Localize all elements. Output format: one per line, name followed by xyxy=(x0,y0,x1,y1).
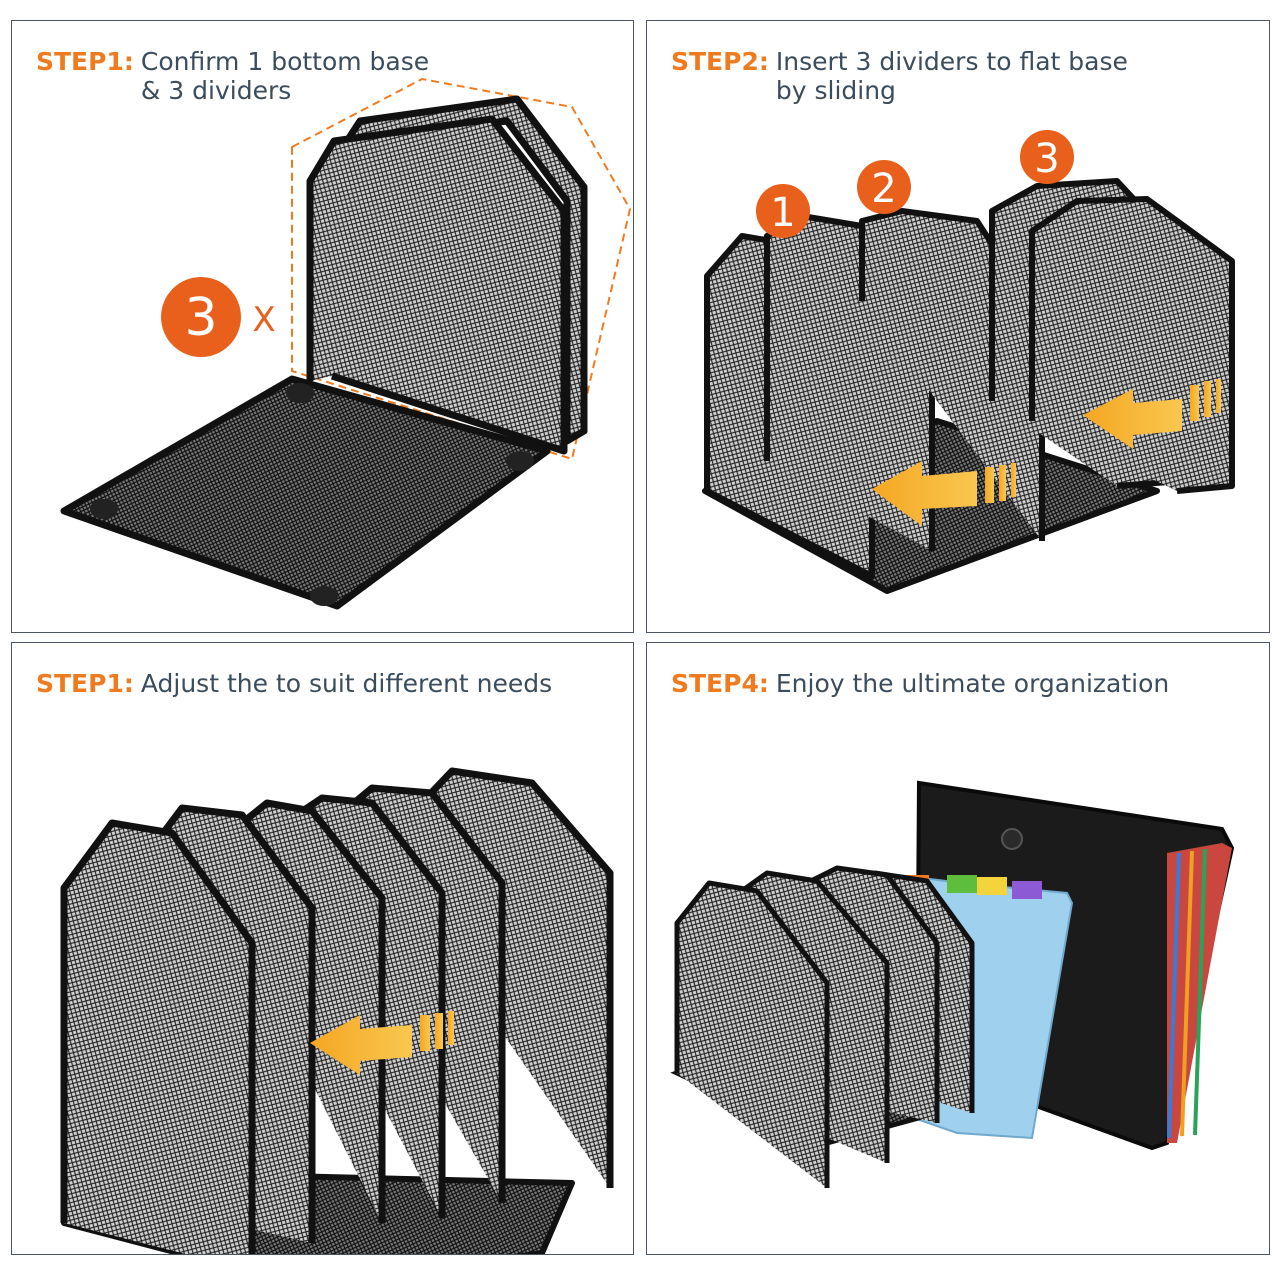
slide-arrow-left xyxy=(872,461,1016,526)
number-badge-2 xyxy=(857,160,911,214)
step1-label: STEP1: xyxy=(36,47,134,76)
bottom-base xyxy=(60,375,551,610)
step2-label: STEP2: xyxy=(671,47,769,76)
base-foot xyxy=(90,499,118,519)
step4-panel: STEP4: Enjoy the ultimate organization xyxy=(646,642,1270,1255)
step3-text: Adjust the to suit different needs xyxy=(140,669,553,698)
step2-illustration: 1 2 3 xyxy=(702,130,1235,594)
number-badge-1 xyxy=(756,184,810,238)
step4-caption: STEP4: Enjoy the ultimate organization xyxy=(671,669,1169,698)
number-badge-2-text: 2 xyxy=(871,166,896,212)
base-foot xyxy=(506,451,534,471)
quantity-badge-circle xyxy=(161,277,241,357)
step1-illustration: 3 X xyxy=(60,77,632,610)
step1-caption: STEP1: Confirm 1 bottom base & 3 divider… xyxy=(36,47,429,105)
divider-front xyxy=(306,115,568,455)
step3-caption: STEP1: Adjust the to suit different need… xyxy=(36,669,552,698)
file-button xyxy=(1001,828,1023,850)
step2-text: Insert 3 dividers to flat base by slidin… xyxy=(775,47,1128,105)
adjust-arrow xyxy=(310,1011,454,1075)
organizer-divider-front xyxy=(674,880,830,1188)
step4-illustration xyxy=(670,780,1235,1188)
dividers-dashed-outline xyxy=(291,77,632,461)
step1-text: Confirm 1 bottom base & 3 dividers xyxy=(140,47,430,105)
step2-panel: STEP2: Insert 3 dividers to flat base by… xyxy=(646,20,1270,633)
tab-purple xyxy=(1012,881,1042,899)
step3-illustration xyxy=(60,767,614,1254)
base-foot xyxy=(310,586,338,606)
slide-arrow-right xyxy=(1083,379,1221,449)
divider-front xyxy=(60,819,256,1254)
quantity-badge-suffix: X xyxy=(252,300,275,340)
step1-panel: STEP1: Confirm 1 bottom base & 3 divider… xyxy=(11,20,634,633)
step4-text: Enjoy the ultimate organization xyxy=(775,669,1170,698)
step3-label: STEP1: xyxy=(36,669,134,698)
tab-yellow xyxy=(977,877,1007,895)
tab-green xyxy=(947,875,977,893)
number-badge-3 xyxy=(1020,130,1074,184)
step2-caption: STEP2: Insert 3 dividers to flat base by… xyxy=(671,47,1128,105)
quantity-badge-number: 3 xyxy=(184,288,217,348)
step4-label: STEP4: xyxy=(671,669,769,698)
number-badge-1-text: 1 xyxy=(770,190,795,236)
step3-panel: STEP1: Adjust the to suit different need… xyxy=(11,642,634,1255)
number-badge-3-text: 3 xyxy=(1034,136,1059,182)
base-foot xyxy=(286,383,314,403)
